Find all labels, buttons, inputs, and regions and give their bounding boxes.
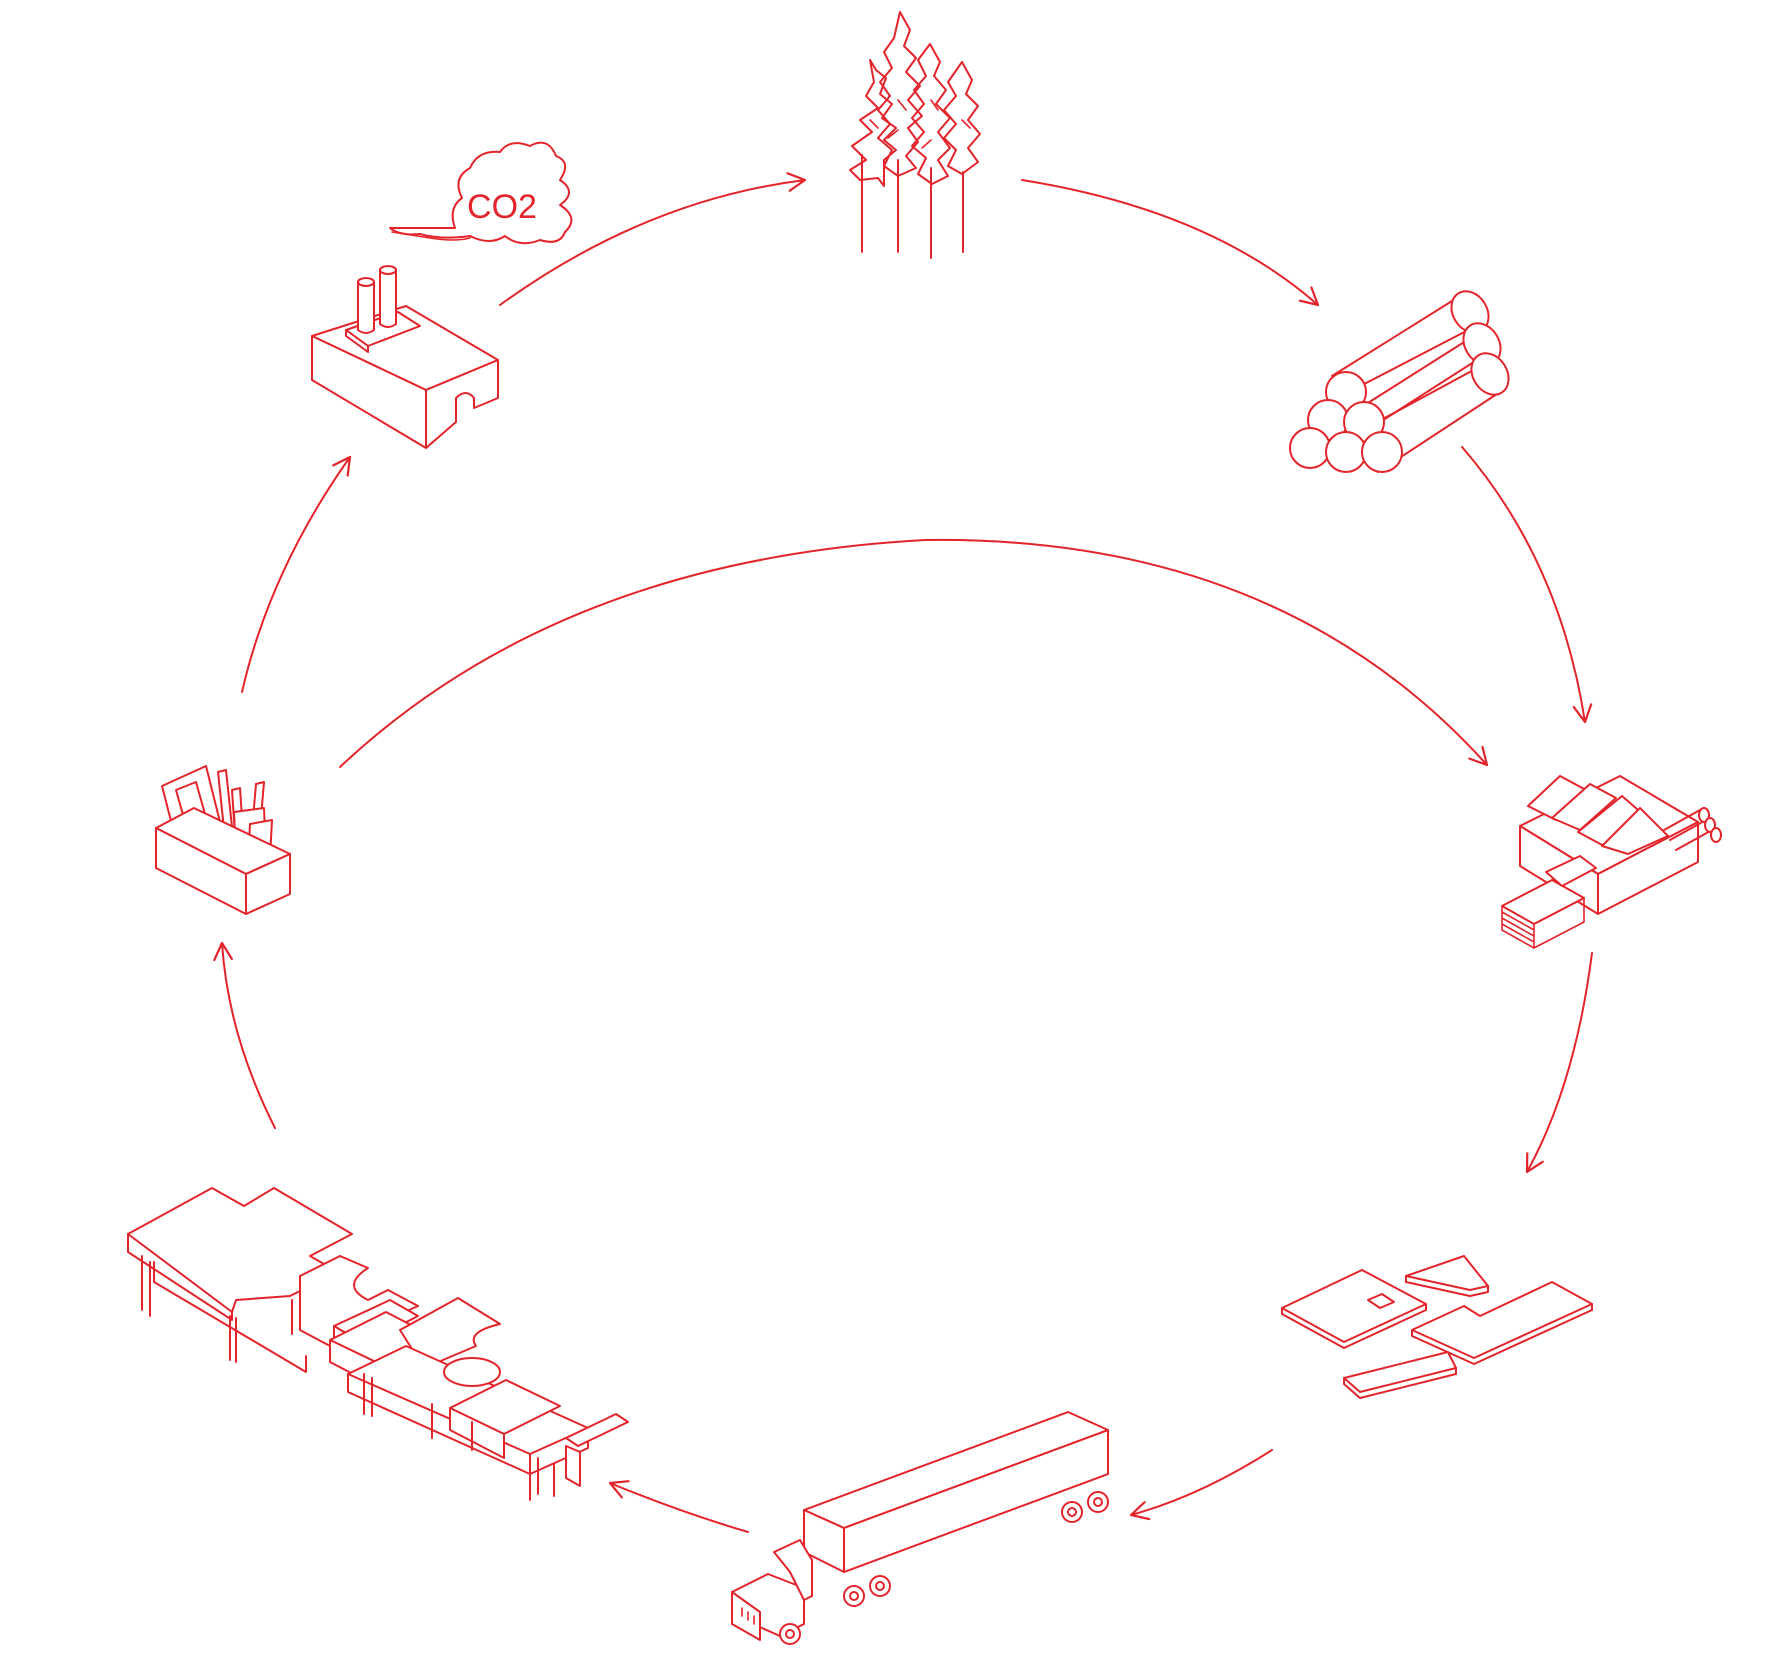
forest-icon: [850, 12, 980, 258]
log-pile-icon: [1290, 284, 1516, 472]
arrow-factory-to-forest: [500, 180, 805, 305]
arrow-sawmill-to-panels: [1527, 953, 1592, 1172]
sawmill-icon: [1502, 776, 1721, 948]
timber-panels-icon: [1282, 1256, 1592, 1398]
building-icon: [128, 1188, 628, 1500]
waste-bin-icon: [156, 766, 290, 914]
arrow-forest-to-logs: [1022, 180, 1318, 305]
truck-icon: [732, 1412, 1108, 1644]
arrow-waste-to-factory: [242, 457, 350, 692]
co2-cloud-icon: CO2: [390, 143, 571, 244]
arrow-waste-to-sawmill-reuse: [340, 540, 1487, 767]
arrow-truck-to-building: [610, 1483, 748, 1532]
arrow-logs-to-sawmill: [1462, 447, 1585, 722]
factory-icon: [312, 266, 498, 448]
arrow-building-to-waste: [222, 943, 275, 1128]
arrow-panels-to-truck: [1131, 1450, 1272, 1515]
co2-label: CO2: [467, 188, 537, 226]
